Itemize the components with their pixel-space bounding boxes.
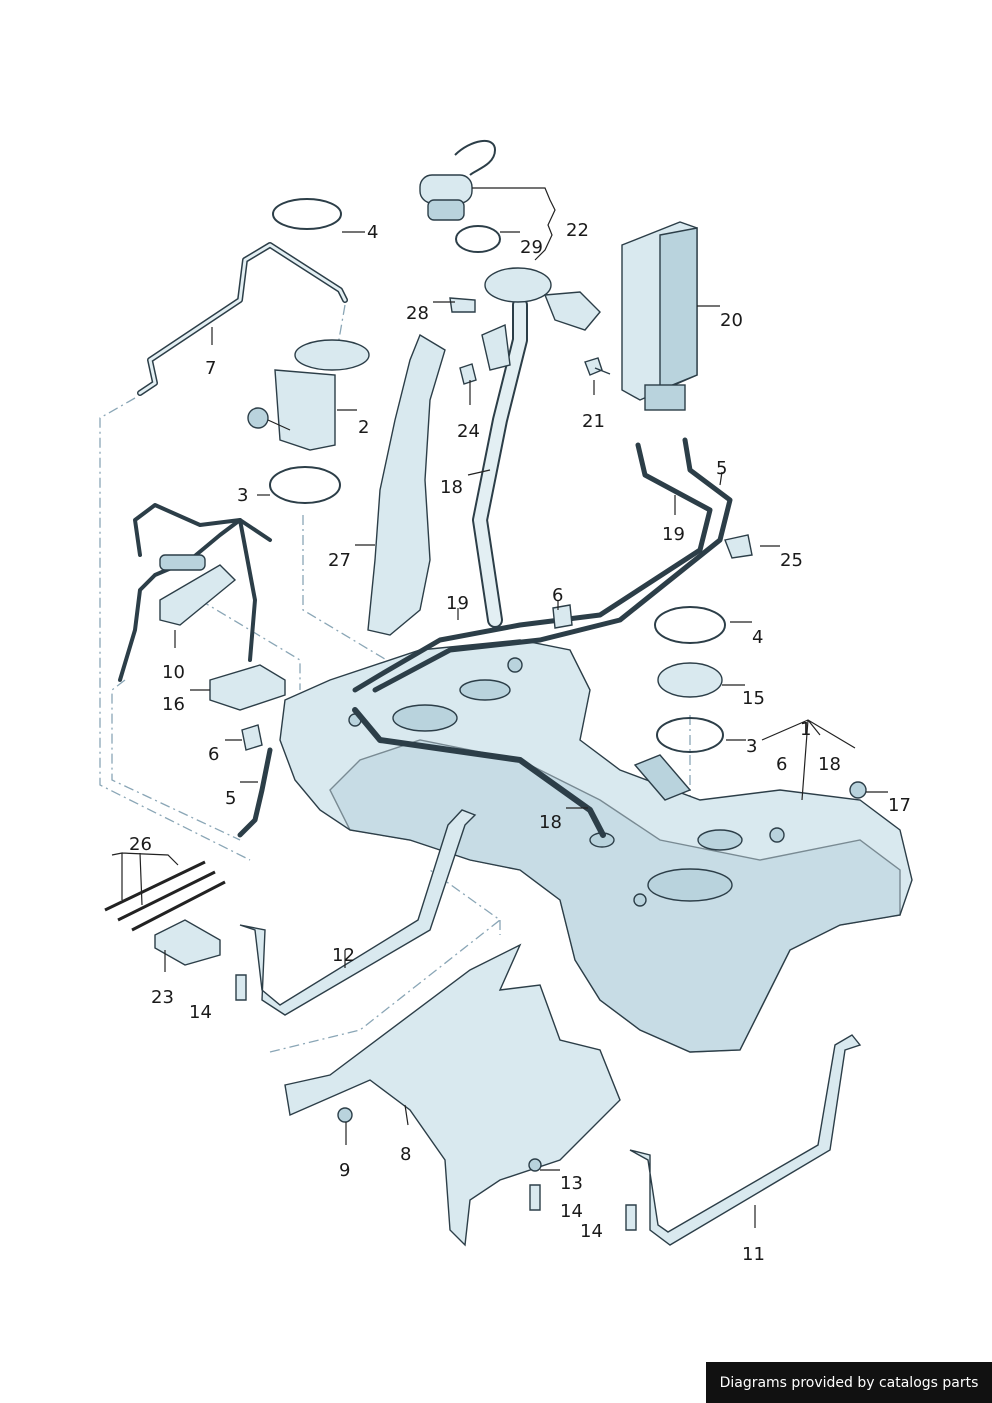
clip-6-lower [241, 724, 263, 751]
part-labels: 1 2 3 3 4 4 5 5 6 6 6 7 8 9 10 11 12 13 … [129, 220, 911, 1265]
label-part-6: 6 [776, 754, 787, 775]
connector-pipes-26 [104, 860, 226, 932]
clip-6-middle [552, 604, 573, 629]
label-part-12: 12 [332, 945, 355, 966]
label-part-1: 1 [800, 719, 811, 740]
label-part-18: 18 [539, 812, 562, 833]
label-part-14: 14 [580, 1221, 603, 1242]
wiring-harness-10 [118, 503, 272, 682]
label-part-5: 5 [225, 788, 236, 809]
label-part-17: 17 [888, 795, 911, 816]
label-part-4: 4 [752, 627, 763, 648]
label-part-14: 14 [560, 1201, 583, 1222]
credit-banner: Diagrams provided by catalogs parts [706, 1362, 992, 1403]
carbon-canister [621, 221, 698, 411]
bolt-14-right [625, 1204, 637, 1231]
label-part-3: 3 [237, 485, 248, 506]
fuel-lines-19 [352, 437, 733, 838]
label-part-11: 11 [742, 1244, 765, 1265]
fuel-line-7 [137, 242, 348, 396]
filler-neck [472, 267, 601, 628]
label-part-20: 20 [720, 310, 743, 331]
ring-4-right [654, 606, 726, 644]
fuel-cap [419, 140, 497, 221]
label-part-14: 14 [189, 1002, 212, 1023]
label-part-15: 15 [742, 688, 765, 709]
heat-shield-27 [367, 333, 446, 636]
clip-25 [724, 534, 753, 559]
label-part-27: 27 [328, 550, 351, 571]
control-unit-16 [209, 664, 286, 711]
strap-12 [239, 809, 477, 1016]
seal-ring-29 [455, 225, 501, 253]
label-part-10: 10 [162, 662, 185, 683]
label-part-28: 28 [406, 303, 429, 324]
cover-15 [657, 662, 723, 698]
nut-9 [337, 1107, 353, 1123]
label-part-23: 23 [151, 987, 174, 1008]
label-part-22: 22 [566, 220, 589, 241]
label-part-18: 18 [818, 754, 841, 775]
nut-13 [528, 1158, 542, 1172]
ring-3-right [656, 717, 724, 753]
label-part-26: 26 [129, 834, 152, 855]
tank-opening-left [392, 704, 458, 732]
fuel-pump [247, 339, 370, 451]
label-part-6: 6 [208, 744, 219, 765]
clip-28 [449, 297, 476, 313]
label-part-3: 3 [746, 736, 757, 757]
label-part-13: 13 [560, 1173, 583, 1194]
ring-4-top [272, 198, 342, 230]
label-part-9: 9 [339, 1160, 350, 1181]
label-part-2: 2 [358, 417, 369, 438]
label-part-21: 21 [582, 411, 605, 432]
strap-6-right [633, 754, 692, 801]
leader-lines [111, 187, 888, 1228]
label-part-4: 4 [367, 222, 378, 243]
heat-shield-8 [284, 943, 621, 1247]
label-part-19: 19 [446, 593, 469, 614]
holder-23 [154, 919, 221, 966]
cap-17 [849, 781, 867, 799]
label-part-5: 5 [716, 458, 727, 479]
bolt-24 [459, 363, 477, 385]
strap-11 [629, 1034, 862, 1246]
label-part-8: 8 [400, 1144, 411, 1165]
label-part-16: 16 [162, 694, 185, 715]
tank-opening-right [647, 868, 733, 902]
label-part-25: 25 [780, 550, 803, 571]
label-part-24: 24 [457, 421, 480, 442]
fuel-line-5-lower [237, 747, 273, 838]
bolt-14-center [529, 1184, 541, 1211]
bolt-21 [584, 357, 611, 376]
label-part-6: 6 [552, 585, 563, 606]
label-part-29: 29 [520, 237, 543, 258]
label-part-19: 19 [662, 524, 685, 545]
fuel-tank [279, 639, 913, 1053]
label-part-18: 18 [440, 477, 463, 498]
bolt-14-left [235, 974, 247, 1001]
ring-3-top [269, 466, 341, 504]
label-part-7: 7 [205, 358, 216, 379]
